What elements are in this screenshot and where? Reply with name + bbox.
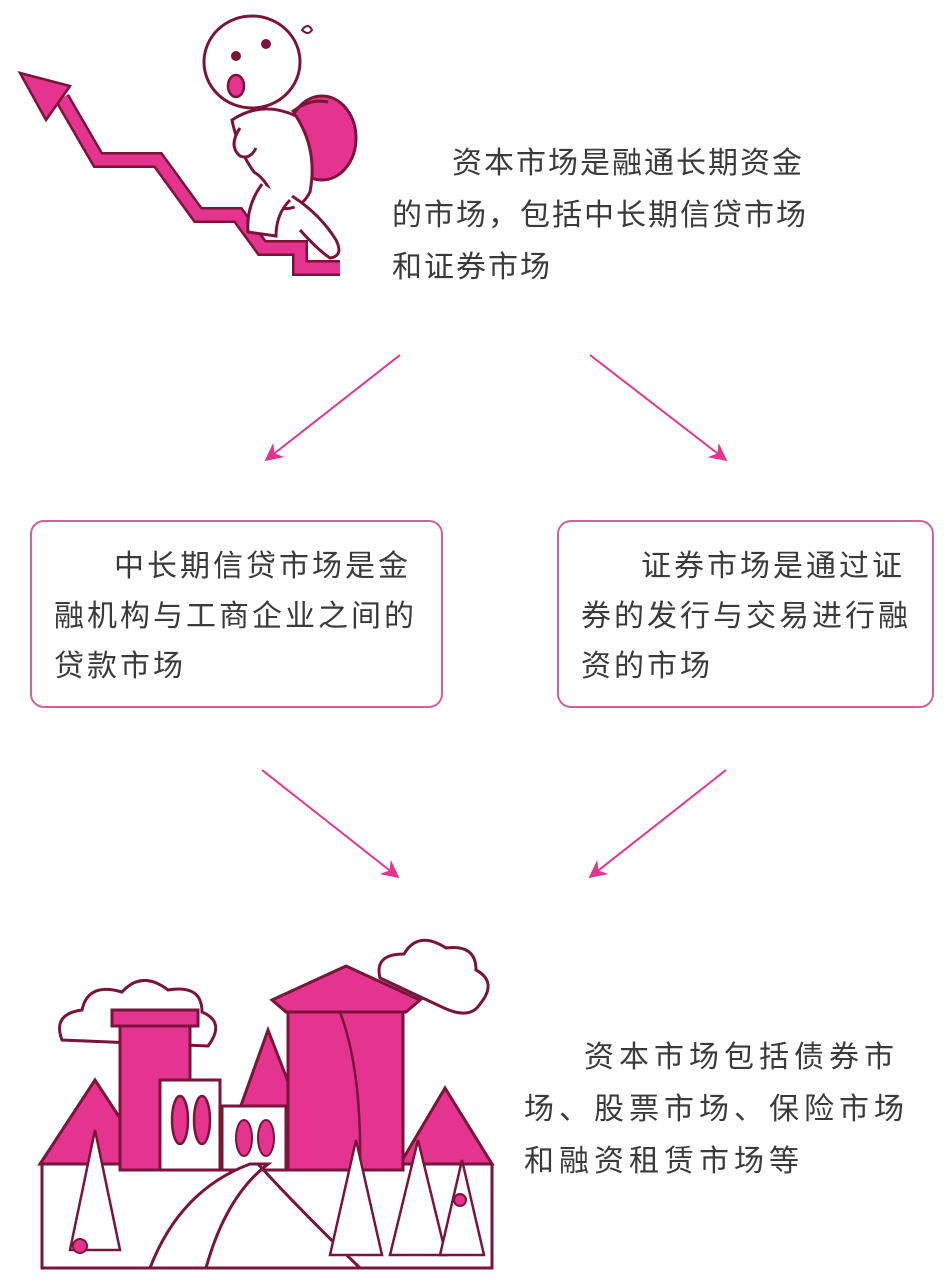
arrow-top-to-right: [589, 354, 728, 462]
arrow-left-to-bottom: [261, 769, 400, 879]
right-box-securities-market: 证券市场是通过证券的发行与交易进行融资的市场: [557, 520, 934, 708]
climbing-character-illustration: [17, 14, 358, 276]
arrow-right-to-bottom: [588, 769, 727, 879]
top-description: 资本市场是融通长期资金的市场，包括中长期信贷市场和证券市场: [392, 146, 808, 285]
left-box-credit-market: 中长期信贷市场是金融机构与工商企业之间的贷款市场: [30, 520, 443, 708]
right-box-text: 证券市场是通过证券的发行与交易进行融资的市场: [581, 549, 911, 684]
city-buildings-illustration: [37, 938, 495, 1270]
arrow-top-to-left: [264, 354, 401, 462]
bottom-description: 资本市场包括债券市场、股票市场、保险市场和融资租赁市场等: [524, 1040, 909, 1179]
left-box-text: 中长期信贷市场是金融机构与工商企业之间的贷款市场: [54, 549, 417, 684]
